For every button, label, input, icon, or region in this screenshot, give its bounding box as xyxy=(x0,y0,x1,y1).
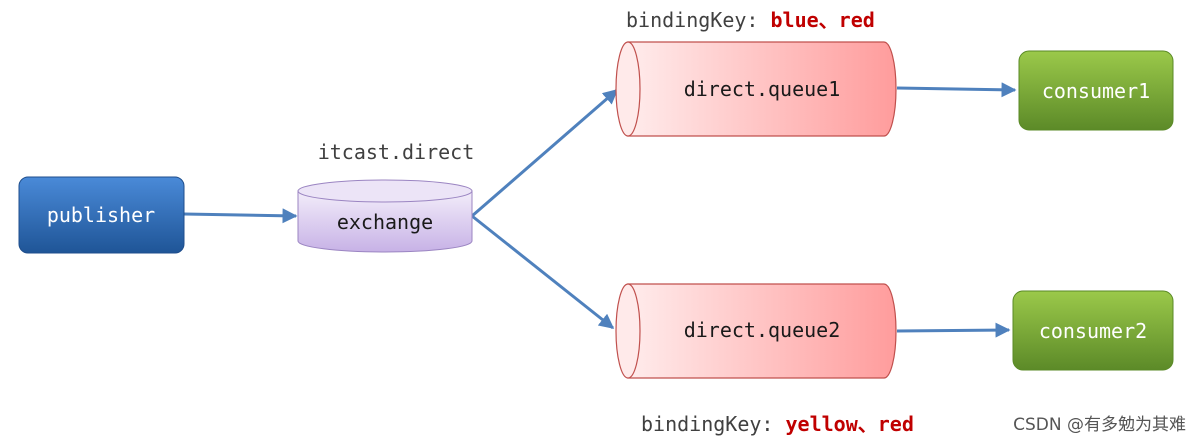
exchange-label: exchange xyxy=(337,210,433,234)
exchange-name-label: itcast.direct xyxy=(318,140,475,164)
queue2-label: direct.queue2 xyxy=(684,318,841,342)
queue1-binding-caption: bindingKey: blue、red xyxy=(626,8,875,32)
consumer2-box xyxy=(1012,290,1174,371)
exchange-cylinder-body xyxy=(297,191,473,253)
arrow-publisher-to-exchange xyxy=(183,208,298,224)
publisher-label: publisher xyxy=(47,203,155,227)
exchange-cylinder-top xyxy=(297,179,473,203)
queue1-binding-prefix: bindingKey: xyxy=(626,8,771,32)
queue2-binding-caption: bindingKey: yellow、red xyxy=(641,412,914,436)
publisher-box xyxy=(18,176,185,254)
publisher-node: publisher xyxy=(18,176,185,254)
queue1-cylinder-end xyxy=(615,41,641,137)
arrow-exchange-to-queue1 xyxy=(471,88,619,218)
queue2-binding-keys: yellow、red xyxy=(786,412,914,436)
consumer2-label: consumer2 xyxy=(1039,319,1147,343)
consumer1-label: consumer1 xyxy=(1042,79,1150,103)
consumer1-node: consumer1 xyxy=(1018,50,1174,131)
queue2-cylinder-end xyxy=(615,283,641,379)
arrow-exchange-to-queue2 xyxy=(471,214,615,330)
consumer2-node: consumer2 xyxy=(1012,290,1174,371)
queue2-cylinder-body xyxy=(627,283,897,379)
queue1-node: direct.queue1 xyxy=(615,41,897,137)
queue2-node: direct.queue2 xyxy=(615,283,897,379)
arrow-queue2-to-consumer2 xyxy=(896,322,1011,338)
arrow-queue1-to-consumer1 xyxy=(896,82,1017,98)
queue1-binding-keys: blue、red xyxy=(771,8,875,32)
queue1-cylinder-body xyxy=(627,41,897,137)
csdn-watermark: CSDN @有多勉为其难 xyxy=(1013,415,1186,435)
consumer1-box xyxy=(1018,50,1174,131)
queue1-label: direct.queue1 xyxy=(684,77,841,101)
exchange-node: exchange xyxy=(297,179,473,253)
queue2-binding-prefix: bindingKey: xyxy=(641,412,786,436)
connection-arrows xyxy=(183,82,1017,338)
